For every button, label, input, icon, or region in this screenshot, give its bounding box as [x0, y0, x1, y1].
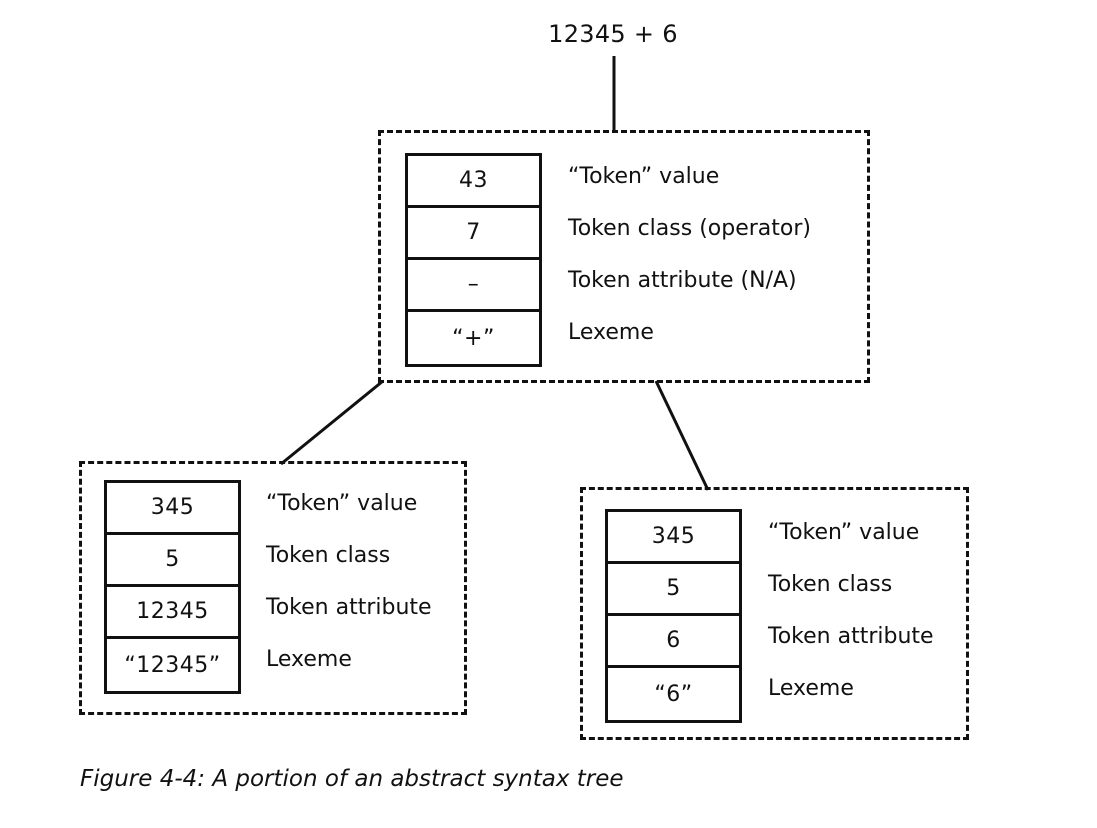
token-value-cell: 43 [408, 156, 539, 208]
node-operator [378, 130, 870, 383]
token-table-right-operand: 345 5 6 “6” [605, 509, 742, 723]
token-attribute-label: Token attribute (N/A) [568, 267, 797, 293]
field-labels-right-operand: “Token” value Token class Token attribut… [768, 506, 934, 714]
lexeme-label: Lexeme [568, 319, 654, 345]
token-class-cell: 5 [608, 564, 739, 616]
token-attribute-cell: – [408, 260, 539, 312]
field-labels-left-operand: “Token” value Token class Token attribut… [266, 477, 432, 685]
token-class-cell: 7 [408, 208, 539, 260]
token-attribute-label: Token attribute [768, 623, 934, 649]
node-left-operand [79, 461, 467, 715]
lexeme-cell: “6” [654, 681, 693, 707]
token-table-operator: 43 7 – “+” [405, 153, 542, 367]
token-value-label: “Token” value [568, 163, 720, 189]
token-class-cell: 5 [107, 535, 238, 587]
token-attribute-cell: 6 [608, 616, 739, 668]
token-class-label: Token class (operator) [568, 215, 811, 241]
token-class-label: Token class [768, 571, 893, 597]
token-value-label: “Token” value [768, 519, 920, 545]
lexeme-label: Lexeme [768, 675, 854, 701]
right-branch-connector [654, 380, 710, 491]
figure-caption: Figure 4-4: A portion of an abstract syn… [80, 766, 624, 792]
left-branch-connector [280, 379, 384, 466]
node-right-operand [580, 487, 969, 740]
token-table-left-operand: 345 5 12345 “12345” [104, 480, 241, 694]
token-attribute-cell: 12345 [107, 587, 238, 639]
token-value-cell: 345 [608, 512, 739, 564]
token-value-cell: 345 [107, 483, 238, 535]
token-class-label: Token class [266, 542, 391, 568]
lexeme-label: Lexeme [266, 646, 352, 672]
root-expression: 12345 + 6 [548, 20, 678, 48]
lexeme-cell: “12345” [124, 652, 221, 678]
lexeme-cell: “+” [452, 325, 495, 351]
field-labels-operator: “Token” value Token class (operator) Tok… [568, 150, 811, 358]
token-value-label: “Token” value [266, 490, 418, 516]
token-attribute-label: Token attribute [266, 594, 432, 620]
